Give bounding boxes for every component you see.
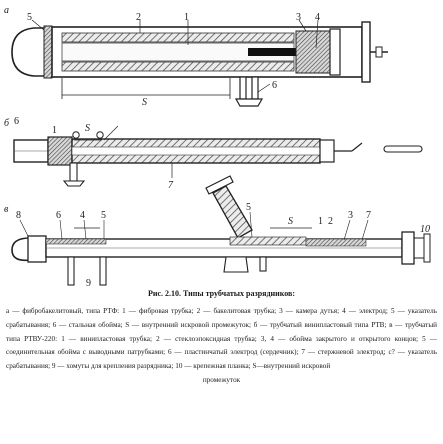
panel-a-callout: 2 xyxy=(136,12,141,23)
panel-b-rivet xyxy=(96,131,104,139)
panel-c-closed-end xyxy=(27,235,47,263)
caption-title: Рис. 2.10. Типы трубчатых разрядников: xyxy=(147,289,296,298)
panel-c-coupling xyxy=(229,236,307,246)
panel-a-steel-ring xyxy=(329,28,341,76)
panel-b-lug xyxy=(69,162,78,182)
panel-c-callout: 4 xyxy=(80,210,85,221)
panel-c-callout: 10 xyxy=(420,224,430,235)
panel-b-end-ferrule xyxy=(47,136,73,166)
panel-c-callout: 3 xyxy=(348,210,353,221)
arrester-figure: а 5 2 1 3 xyxy=(4,5,431,289)
panel-a-terminal-nut xyxy=(375,46,383,58)
panel-c-hook xyxy=(11,237,31,262)
panel-a-cap-band xyxy=(43,25,53,79)
panel-b-label: б xyxy=(4,118,10,129)
panel-c-callout: 5 xyxy=(246,202,251,213)
panel-b-right-end xyxy=(319,139,335,163)
panel-a-drawing: а 5 2 1 3 xyxy=(4,5,388,108)
panel-a-callout: 5 xyxy=(27,12,32,23)
panel-a-lug-2 xyxy=(251,76,259,100)
panel-a-end-cap xyxy=(11,27,51,77)
panel-a-bakelite-top xyxy=(61,32,295,43)
panel-a-right-clamp xyxy=(361,21,371,83)
panel-c-coupling-foot xyxy=(223,256,249,273)
panel-c-callout: 1 xyxy=(318,216,323,227)
panel-b-drawing: б 1 S 6 7 xyxy=(4,116,423,191)
panel-c-callout: 7 xyxy=(366,210,371,221)
panel-a-lug-1 xyxy=(239,76,247,100)
panel-b-external-electrode xyxy=(383,145,423,153)
caption-tail: промежуток xyxy=(202,375,241,384)
panel-b-callout: 7 xyxy=(168,180,174,191)
panel-b-callout: 6 xyxy=(14,116,19,127)
panel-a-label: а xyxy=(4,5,9,16)
panel-a-callout: 6 xyxy=(272,80,277,91)
panel-c-callout: 5 xyxy=(101,210,106,221)
panel-a-electrode xyxy=(248,48,328,56)
panel-a-callout: 1 xyxy=(184,12,189,23)
panel-c-callout: 2 xyxy=(328,216,333,227)
panel-c-vent-cap xyxy=(205,175,234,195)
panel-b-bore xyxy=(71,146,321,156)
caption-body: а — фибробакелитовый, типа РТФ: 1 — фибр… xyxy=(6,307,437,371)
figure-caption: Рис. 2.10. Типы трубчатых разрядников: а… xyxy=(6,288,437,440)
panel-a-callout: 3 xyxy=(296,12,301,23)
panel-c-fixing-plate xyxy=(401,231,415,265)
panel-b-callout: 1 xyxy=(52,125,57,136)
panel-a-clamp-foot xyxy=(234,98,264,107)
panel-b-rivet xyxy=(72,131,80,139)
panel-c-label: в xyxy=(4,204,9,215)
panel-c-gap-label: S xyxy=(288,216,293,227)
panel-c-drawing: в 8 6 4 5 9 xyxy=(4,175,431,289)
panel-c-callout: 8 xyxy=(16,210,21,221)
panel-a-callout: 4 xyxy=(315,12,320,23)
panel-c-clamp-1 xyxy=(67,256,75,286)
panel-b-gap-label: S xyxy=(85,123,90,134)
panel-a-gap-label: S xyxy=(142,97,147,108)
panel-c-callout: 9 xyxy=(86,278,91,289)
panel-c-callout: 6 xyxy=(56,210,61,221)
panel-c-clamp-2 xyxy=(99,256,107,286)
panel-a-bakelite-bottom xyxy=(61,61,295,72)
panel-a-chamber xyxy=(295,30,331,74)
